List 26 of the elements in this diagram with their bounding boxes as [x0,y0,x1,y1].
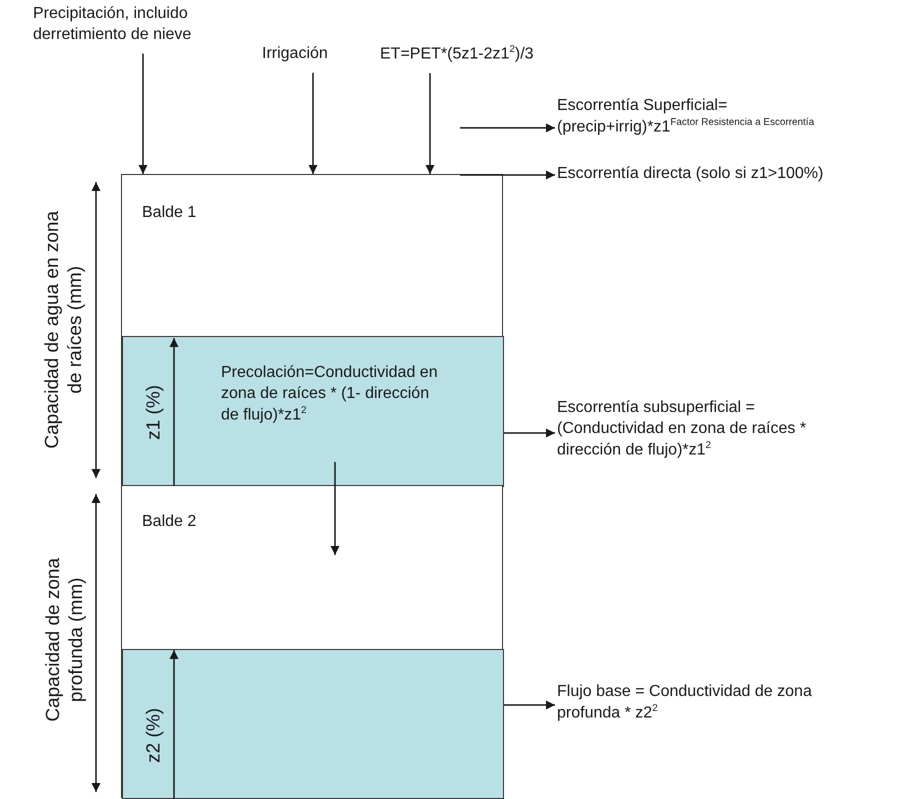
water-layer [122,649,504,799]
input-label: Irrigación [262,44,328,65]
arrow [504,700,555,710]
arrow [460,123,555,132]
formula-label: ET=PET*(5z1-2z1$^{2}$)/3 [380,44,534,66]
formula-label: Escorrentía subsuperficial = (Conductividad en zona de raíces * dirección de flujo)*z1$^{2}$ [557,398,837,461]
arrow [426,73,434,174]
formula-text: Precolación=Conductividad en zona de raíces * (1- dirección de flujo)*z1$^{2}$ [221,363,439,425]
axis-label: Capacidad de agua en zona de raíces (mm) [42,210,87,450]
axis-label: z2 (%) [144,706,166,764]
arrow [330,462,340,555]
arrow [504,428,555,438]
water-layer [122,336,504,487]
bucket-box [121,485,503,798]
formula-label: Escorrentía Superficial= (precip+irrig)*z1$^{Factor Resistencia a Escorrentía}$ [557,96,857,138]
input-label: Precipitación, incluido derretimiento de nieve [33,4,263,46]
arrow [308,72,318,174]
bucket-box [121,174,503,486]
axis-label: Capacidad de zona profunda (mm) [43,556,88,724]
axis-label: z1 (%) [144,383,166,442]
arrow [138,54,148,174]
arrow [460,170,555,180]
bucket-title: Balde 1 [142,203,198,223]
bucket-title: Balde 2 [142,512,198,532]
output-label: Escorrentía directa (solo si z1>100%) [557,164,824,185]
formula-label: Flujo base = Conductividad de zona profunda * z2$^{2}$ [557,682,825,724]
